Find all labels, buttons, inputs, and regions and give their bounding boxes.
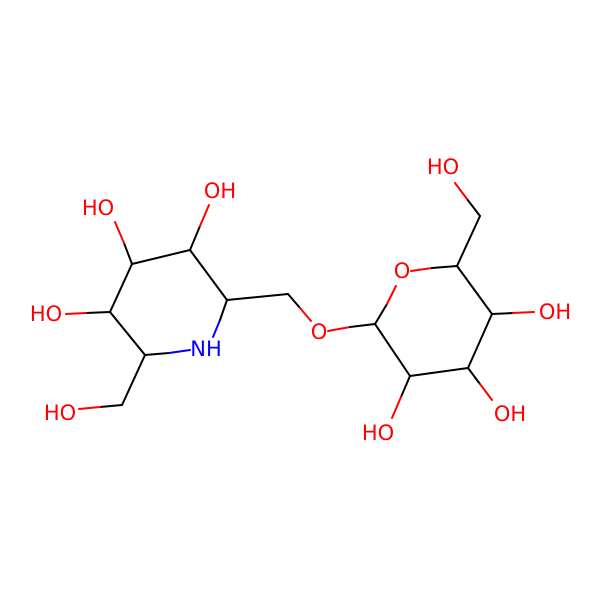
bond	[189, 225, 201, 251]
pyranose-ring	[374, 265, 493, 377]
bond	[431, 265, 458, 269]
amine-label: NH	[190, 337, 222, 361]
bond	[65, 312, 87, 315]
bond	[199, 204, 210, 227]
bond	[85, 311, 111, 314]
bond	[144, 352, 170, 356]
bond	[123, 242, 133, 265]
piperidine-ring	[109, 249, 228, 356]
bond	[410, 267, 433, 272]
bond	[400, 375, 411, 398]
bond	[466, 198, 481, 217]
bond	[99, 404, 123, 408]
bond	[391, 396, 402, 419]
bond	[491, 312, 514, 315]
hydroxyl-label: HO	[30, 302, 62, 326]
bond	[456, 265, 493, 315]
bond	[386, 285, 397, 305]
bond	[109, 311, 146, 356]
hydroxyl-label: OH	[204, 179, 236, 203]
bond	[219, 299, 228, 321]
atom-labels: OH HO HO NH HO O O HO OH OH HO	[30, 155, 571, 445]
bond	[131, 249, 191, 265]
bond	[287, 293, 301, 309]
bond	[479, 383, 493, 401]
bond	[467, 367, 481, 385]
bond	[299, 307, 312, 322]
hydroxyl-label: HO	[427, 155, 459, 179]
bond	[121, 354, 146, 406]
bond	[374, 323, 411, 377]
hydroxyl-label: HO	[82, 196, 114, 220]
piperidine-substituents	[65, 204, 376, 410]
bond	[456, 215, 481, 267]
bond	[374, 303, 388, 325]
hydroxyl-label: OH	[494, 402, 526, 426]
bond	[114, 221, 125, 244]
hydroxyl-label: HO	[44, 401, 76, 425]
bond	[212, 319, 221, 338]
bond	[467, 313, 493, 369]
bond	[512, 311, 535, 314]
bond	[189, 249, 228, 301]
ring-oxygen-label: O	[394, 259, 411, 283]
bond	[226, 293, 289, 301]
ether-oxygen-label: O	[311, 320, 328, 344]
bond	[168, 349, 191, 354]
bond	[409, 367, 469, 377]
bond	[454, 182, 468, 200]
hydroxyl-label: OH	[539, 300, 571, 324]
bond	[349, 323, 376, 328]
bond	[78, 406, 101, 410]
hydroxyl-label: HO	[362, 421, 394, 445]
bond	[109, 263, 133, 313]
bond	[327, 326, 351, 332]
pyranose-substituents	[391, 182, 535, 419]
